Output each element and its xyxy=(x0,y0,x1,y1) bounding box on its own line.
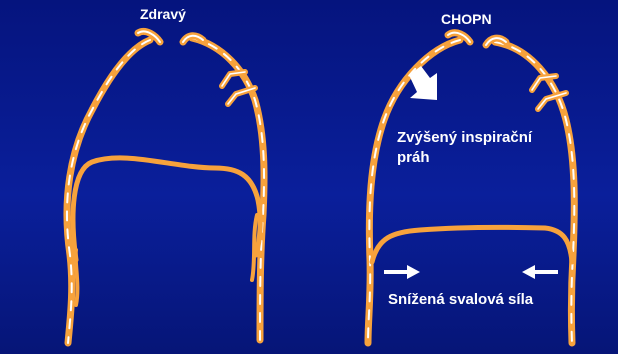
healthy-diaphragm xyxy=(73,158,260,260)
threshold-note-line2: práh xyxy=(397,148,582,168)
threshold-note: Zvýšený inspirační práh xyxy=(397,128,582,168)
healthy-thorax xyxy=(67,31,264,343)
threshold-note-line1: Zvýšený inspirační xyxy=(397,128,582,148)
force-arrow-left xyxy=(522,265,558,279)
healthy-title: Zdravý xyxy=(140,6,186,22)
force-arrow-right xyxy=(384,265,420,279)
copd-diaphragm xyxy=(372,227,572,262)
copd-title: CHOPN xyxy=(441,11,492,27)
healthy-left-rib-wall xyxy=(67,40,150,343)
force-note: Snížená svalová síla xyxy=(388,291,533,308)
